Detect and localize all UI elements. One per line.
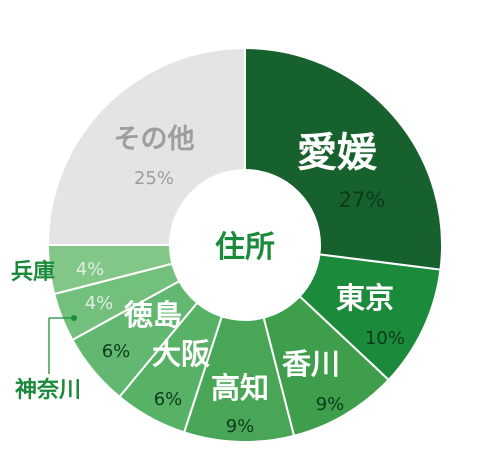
slice-percent-7: 4%: [76, 259, 105, 280]
slice-label-3: 高知: [211, 371, 269, 405]
slice-percent-6: 4%: [85, 293, 114, 314]
slice-label-6: 神奈川: [15, 377, 81, 403]
slice-label-0: 愛媛: [297, 130, 378, 176]
labels-group: 愛媛 27% 東京 10% 香川 9% 高知 9% 大阪 6% 徳島 6% 神奈川 4% 兵庫 4% その他 25…: [11, 124, 405, 437]
slice-label-7: 兵庫: [11, 259, 55, 285]
slice-percent-1: 10%: [365, 328, 405, 349]
slice-percent-8: 25%: [134, 168, 174, 189]
center-hole: [169, 169, 321, 321]
slice-percent-5: 6%: [102, 341, 131, 362]
slice-3: [182, 241, 296, 443]
slice-label-2: 香川: [282, 347, 340, 381]
slice-label-4: 大阪: [152, 337, 210, 371]
slice-label-1: 東京: [336, 281, 394, 315]
slice-percent-2: 9%: [316, 394, 345, 415]
slice-percent-0: 27%: [339, 188, 386, 212]
slice-percent-4: 6%: [154, 389, 183, 410]
slice-label-5: 徳島: [123, 298, 182, 332]
center-label: 住所: [215, 230, 275, 265]
kanagawa-leader-dot: [71, 315, 77, 321]
slice-label-8: その他: [114, 124, 195, 155]
slice-percent-3: 9%: [226, 416, 255, 437]
